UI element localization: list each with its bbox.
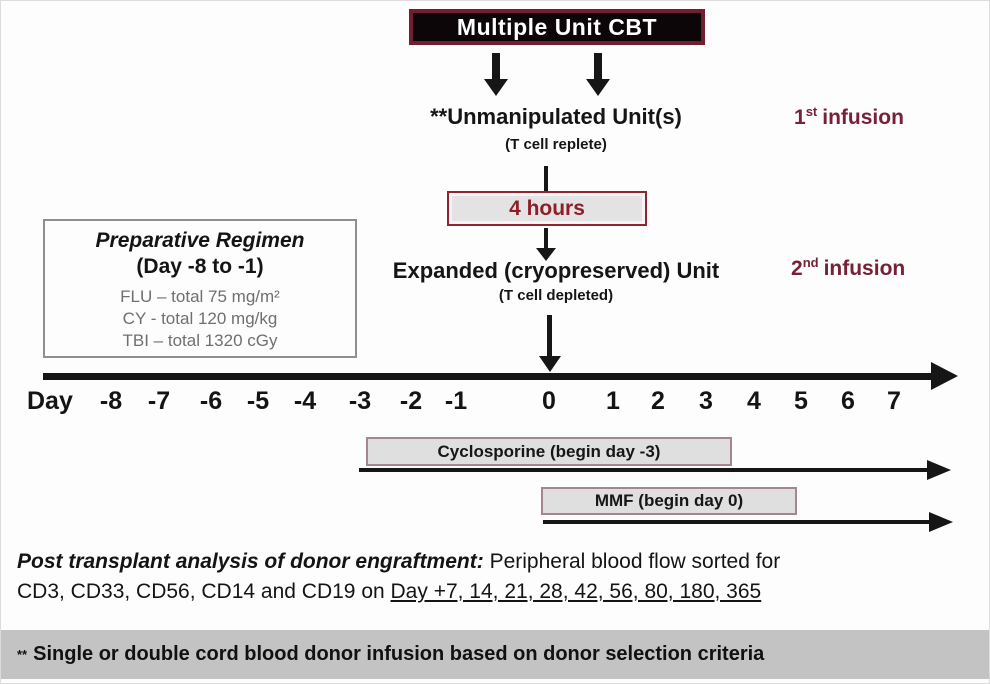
title-arrow-right-stem <box>594 53 602 79</box>
tick-day-1: 1 <box>606 387 620 415</box>
second-infusion-ordinal: nd <box>802 255 819 270</box>
regimen-item-flu: FLU – total 75 mg/m² <box>120 287 280 306</box>
post-transplant-note: Post transplant analysis of donor engraf… <box>17 547 979 607</box>
footnote-bar: ** Single or double cord blood donor inf… <box>1 630 989 679</box>
post-transplant-schedule-days: Day +7, 14, 21, 28, 42, 56, 80, 180, 365 <box>390 580 762 603</box>
preparative-regimen-box: Preparative Regimen (Day -8 to -1) FLU –… <box>43 219 357 358</box>
first-infusion-word: infusion <box>822 106 904 129</box>
tick-day-4: 4 <box>747 387 761 415</box>
connector-to-timeline-head-icon <box>539 356 561 372</box>
timeline-day-word: Day <box>27 387 73 415</box>
title-arrow-right-head-icon <box>586 79 610 96</box>
preparative-regimen-days: (Day -8 to -1) <box>136 255 264 278</box>
tick-day-neg4: -4 <box>293 387 317 415</box>
tick-day-3: 3 <box>699 387 713 415</box>
wait-time-box: 4 hours <box>447 191 647 226</box>
cyclosporine-arrowhead-icon <box>927 460 951 480</box>
mmf-duration-line <box>543 520 931 524</box>
cyclosporine-box: Cyclosporine (begin day -3) <box>366 437 732 466</box>
mmf-box: MMF (begin day 0) <box>541 487 797 515</box>
first-infusion-number: 1 <box>794 106 806 129</box>
tick-day-5: 5 <box>794 387 808 415</box>
t-cell-replete-label: (T cell replete) <box>505 136 607 153</box>
post-transplant-line2-start: CD3, CD33, CD56, CD14 and CD19 on <box>17 580 391 603</box>
post-transplant-line2: CD3, CD33, CD56, CD14 and CD19 on Day +7… <box>17 577 979 607</box>
t-cell-depleted-label: (T cell depleted) <box>498 287 614 304</box>
footnote-marker: ** <box>17 647 28 662</box>
connector-to-wait-box <box>544 166 548 191</box>
tick-day-neg2: -2 <box>399 387 423 415</box>
footnote-text: Single or double cord blood donor infusi… <box>33 643 765 665</box>
connector-to-expanded-stem <box>544 228 548 248</box>
tick-day-neg1: -1 <box>444 387 468 415</box>
cyclosporine-duration-line <box>359 468 929 472</box>
title-arrow-left-stem <box>492 53 500 79</box>
second-infusion-word: infusion <box>823 257 906 280</box>
tick-day-neg8: -8 <box>99 387 123 415</box>
tick-day-neg7: -7 <box>147 387 171 415</box>
preparative-regimen-title: Preparative Regimen <box>95 229 305 252</box>
post-transplant-lead: Post transplant analysis of donor engraf… <box>17 550 484 573</box>
tick-day-6: 6 <box>841 387 855 415</box>
connector-to-expanded-head-icon <box>536 248 556 261</box>
tick-day-2: 2 <box>651 387 665 415</box>
tick-day-neg5: -5 <box>246 387 270 415</box>
diagram-title: Multiple Unit CBT <box>409 9 705 45</box>
tick-day-neg3: -3 <box>348 387 372 415</box>
title-arrow-left-head-icon <box>484 79 508 96</box>
first-infusion-ordinal: st <box>805 104 818 119</box>
second-infusion-label: 2nd infusion <box>791 255 905 281</box>
first-infusion-label: 1st infusion <box>794 104 904 130</box>
tick-day-0: 0 <box>542 387 556 415</box>
second-infusion-number: 2 <box>791 257 803 280</box>
connector-to-timeline-stem <box>547 315 552 357</box>
mmf-arrowhead-icon <box>929 512 953 532</box>
tick-day-neg6: -6 <box>199 387 223 415</box>
regimen-item-tbi: TBI – total 1320 cGy <box>122 331 278 350</box>
expanded-unit-label: Expanded (cryopreserved) Unit <box>392 258 720 283</box>
timeline-arrowhead-icon <box>931 362 958 390</box>
unmanipulated-unit-label: **Unmanipulated Unit(s) <box>430 104 682 129</box>
regimen-item-cy: CY - total 120 mg/kg <box>122 309 278 328</box>
post-transplant-line1-rest: Peripheral blood flow sorted for <box>483 550 781 573</box>
tick-day-7: 7 <box>887 387 901 415</box>
post-transplant-line1: Post transplant analysis of donor engraf… <box>17 547 979 577</box>
timeline-axis <box>43 373 933 380</box>
